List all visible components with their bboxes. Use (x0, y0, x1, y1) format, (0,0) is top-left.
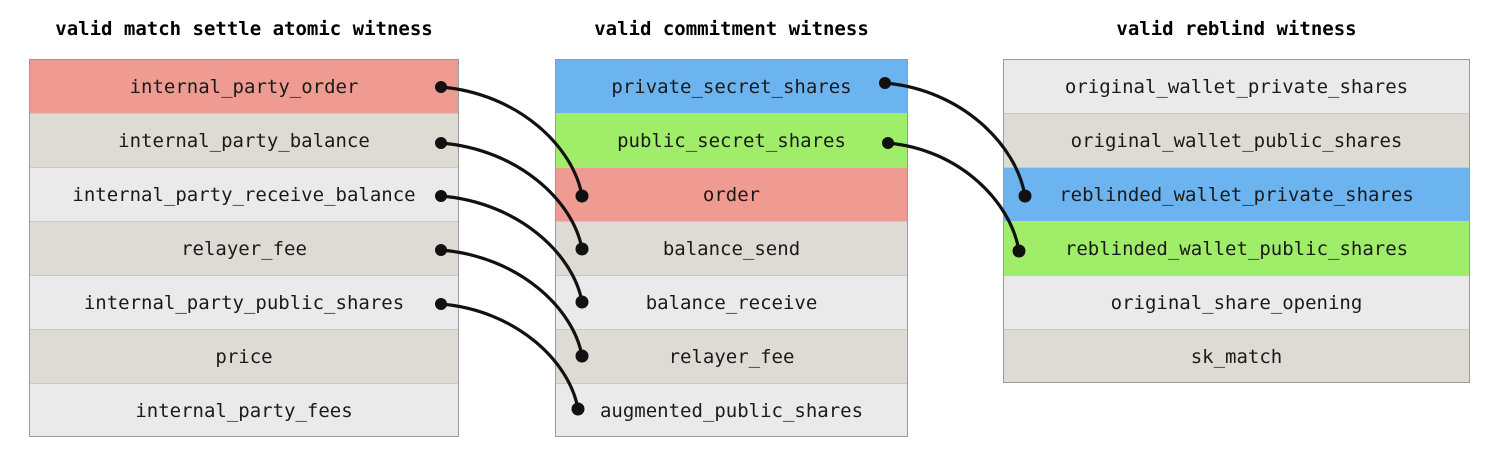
table-row[interactable]: original_wallet_public_shares (1004, 114, 1469, 168)
table-row[interactable]: original_share_opening (1004, 276, 1469, 330)
table-row[interactable]: relayer_fee (30, 222, 458, 276)
row-label: internal_party_receive_balance (72, 183, 416, 206)
row-label: balance_send (662, 237, 801, 260)
table-row[interactable]: augmented_public_shares (556, 384, 907, 436)
table-row[interactable]: reblinded_wallet_private_shares (1004, 168, 1469, 222)
witness-table-valid-reblind-witness: original_wallet_private_shares original_w… (1003, 59, 1470, 383)
row-label: reblinded_wallet_private_shares (1059, 183, 1414, 206)
table-row[interactable]: internal_party_receive_balance (30, 168, 458, 222)
row-label: private_secret_shares (611, 75, 852, 98)
table-row[interactable]: public_secret_shares (556, 114, 907, 168)
row-label: original_share_opening (1110, 291, 1363, 314)
row-label: relayer_fee (181, 237, 307, 260)
row-label: original_wallet_public_shares (1070, 129, 1403, 152)
row-label: augmented_public_shares (599, 400, 864, 422)
row-label: original_wallet_private_shares (1064, 75, 1409, 98)
table-row[interactable]: internal_party_order (30, 60, 458, 114)
row-label: price (215, 345, 273, 368)
row-label: internal_party_public_shares (83, 291, 405, 314)
witness-table-valid-commitment-witness: private_secret_shares public_secret_share… (555, 59, 908, 437)
table-row[interactable]: balance_receive (556, 276, 907, 330)
row-label: public_secret_shares (617, 129, 846, 152)
row-label: sk_match (1190, 346, 1283, 368)
table-row[interactable]: internal_party_fees (30, 384, 458, 436)
row-label: balance_receive (645, 291, 818, 314)
table-row[interactable]: sk_match (1004, 330, 1469, 382)
table-row[interactable]: original_wallet_private_shares (1004, 60, 1469, 114)
table-row[interactable]: order (556, 168, 907, 222)
column-title-valid-reblind-witness: valid reblind witness (1116, 18, 1357, 40)
column-title-valid-match-settle-atomic-witness: valid match settle atomic witness (55, 18, 433, 40)
table-row[interactable]: reblinded_wallet_public_shares (1004, 222, 1469, 276)
witness-table-valid-match-settle-atomic-witness: internal_party_order internal_party_balan… (29, 59, 459, 437)
table-row[interactable]: internal_party_public_shares (30, 276, 458, 330)
row-label: reblinded_wallet_public_shares (1064, 237, 1409, 260)
column-title-valid-commitment-witness: valid commitment witness (594, 18, 869, 40)
table-row[interactable]: internal_party_balance (30, 114, 458, 168)
row-label: internal_party_fees (135, 400, 353, 422)
row-label: relayer_fee (668, 345, 795, 368)
table-row[interactable]: balance_send (556, 222, 907, 276)
row-label: order (702, 183, 761, 206)
table-row[interactable]: price (30, 330, 458, 384)
table-row[interactable]: private_secret_shares (556, 60, 907, 114)
row-label: internal_party_order (129, 75, 359, 98)
row-label: internal_party_balance (118, 129, 370, 152)
table-row[interactable]: relayer_fee (556, 330, 907, 384)
